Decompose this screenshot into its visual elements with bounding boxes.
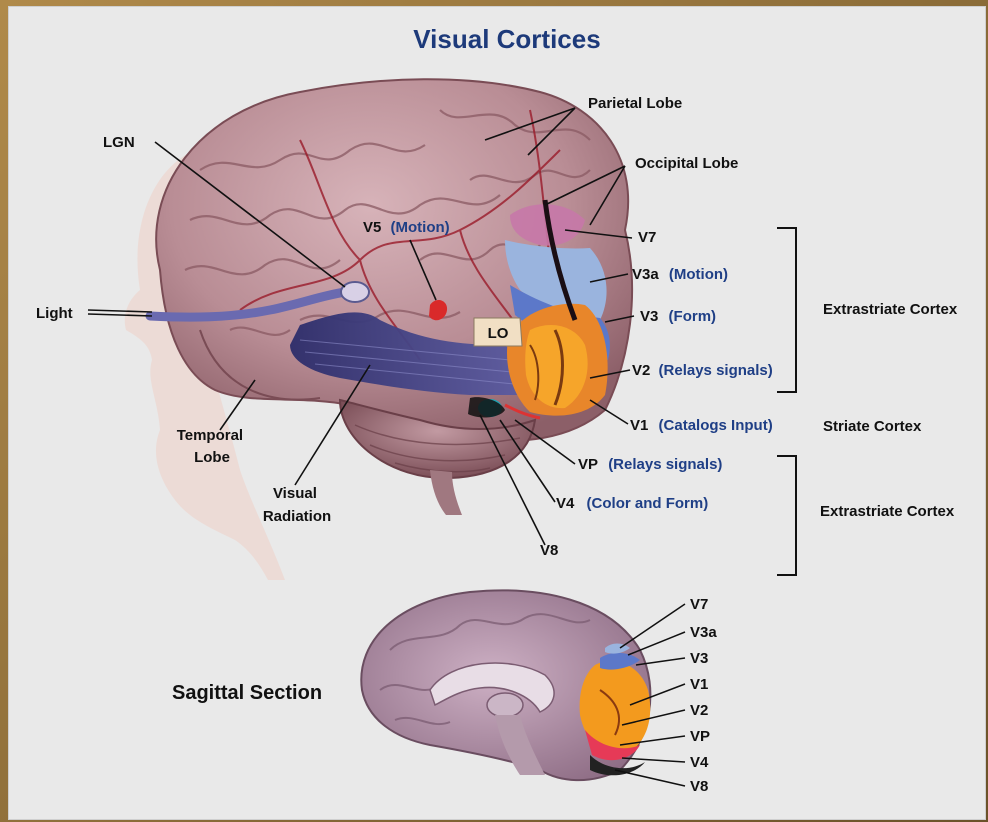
area-name: V3 bbox=[640, 308, 658, 325]
visual-line1: Visual bbox=[273, 485, 317, 502]
lgn-label: LGN bbox=[103, 134, 135, 151]
sagittal-brain bbox=[361, 590, 650, 780]
area-label-vp: VP (Relays signals) bbox=[578, 456, 722, 473]
sagittal-label-v8: V8 bbox=[690, 778, 708, 795]
visual-radiation-label: Visual Radiation bbox=[263, 485, 331, 525]
area-desc: (Motion) bbox=[669, 266, 728, 283]
diagram-title: Visual Cortices bbox=[413, 24, 600, 54]
lo-label: LO bbox=[488, 325, 509, 342]
sagittal-label-v3: V3 bbox=[690, 650, 708, 667]
area-desc: (Relays signals) bbox=[608, 456, 722, 473]
brackets bbox=[777, 228, 796, 575]
area-label-v7: V7 bbox=[638, 229, 656, 246]
occipital-lobe-label: Occipital Lobe bbox=[635, 155, 738, 172]
area-name: V3a bbox=[632, 266, 659, 283]
parietal-lobe-label: Parietal Lobe bbox=[588, 95, 682, 112]
visual-line2: Radiation bbox=[263, 508, 331, 525]
area-label-v3: V3 (Form) bbox=[640, 308, 716, 325]
area-label-v4: V4 (Color and Form) bbox=[556, 495, 708, 512]
area-name: V1 bbox=[630, 417, 648, 434]
sagittal-label-v7: V7 bbox=[690, 596, 708, 613]
temporal-line2: Lobe bbox=[194, 449, 230, 466]
v5-name: V5 bbox=[363, 219, 381, 236]
v8-label: V8 bbox=[540, 542, 558, 559]
sagittal-label-v3a: V3a bbox=[690, 624, 717, 641]
sagittal-label-v4: V4 bbox=[690, 754, 709, 771]
sagittal-labels: V7 V3a V3 V1 V2 VP V4 V8 bbox=[690, 596, 717, 795]
area-desc: (Relays signals) bbox=[659, 362, 773, 379]
area-desc: (Color and Form) bbox=[587, 495, 709, 512]
extrastriate-cortex-bottom-label: Extrastriate Cortex bbox=[820, 503, 955, 520]
area-label-v3a: V3a (Motion) bbox=[632, 266, 728, 283]
striate-cortex-label: Striate Cortex bbox=[823, 418, 922, 435]
area-name: V2 bbox=[632, 362, 650, 379]
sagittal-section-title: Sagittal Section bbox=[172, 682, 322, 704]
area-name: V4 bbox=[556, 495, 575, 512]
area-label-v2: V2 (Relays signals) bbox=[632, 362, 773, 379]
area-name: VP bbox=[578, 456, 598, 473]
v5-desc: (Motion) bbox=[391, 219, 450, 236]
extrastriate-cortex-top-label: Extrastriate Cortex bbox=[823, 301, 958, 318]
area-name: V7 bbox=[638, 229, 656, 246]
sagittal-label-vp: VP bbox=[690, 728, 710, 745]
v5-label: V5 (Motion) bbox=[363, 219, 450, 236]
temporal-line1: Temporal bbox=[177, 427, 243, 444]
area-desc: (Form) bbox=[669, 308, 717, 325]
area-label-v1: V1 (Catalogs Input) bbox=[630, 417, 773, 434]
area-desc: (Catalogs Input) bbox=[659, 417, 773, 434]
sagittal-label-v1: V1 bbox=[690, 676, 708, 693]
sagittal-label-v2: V2 bbox=[690, 702, 708, 719]
light-label: Light bbox=[36, 305, 73, 322]
